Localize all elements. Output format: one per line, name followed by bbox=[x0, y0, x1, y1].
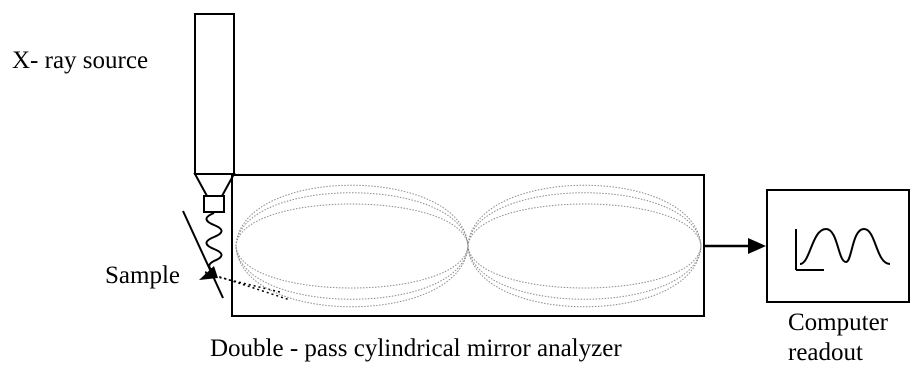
sample-plate bbox=[182, 210, 224, 299]
analyzer-label: Double - pass cylindrical mirror analyze… bbox=[210, 335, 622, 362]
sample-label: Sample bbox=[105, 262, 180, 289]
analyzer-trajectories bbox=[235, 184, 702, 308]
xray-tube-body bbox=[194, 13, 235, 175]
computer-readout-label-line2: readout bbox=[788, 339, 863, 366]
xray-tube-nozzle bbox=[193, 173, 236, 197]
trajectory-stage2-mid bbox=[467, 192, 702, 300]
output-arrow-head bbox=[748, 238, 766, 254]
xray-source-label: X- ray source bbox=[12, 47, 149, 74]
trajectory-stage1-outer bbox=[235, 184, 469, 308]
spectrum-curve bbox=[799, 227, 891, 265]
trajectory-stage2-inner bbox=[467, 203, 702, 289]
xray-source bbox=[193, 13, 236, 213]
spectrum-plot bbox=[795, 227, 891, 271]
computer-readout-label-line1: Computer bbox=[788, 309, 888, 336]
trajectory-stage2-outer bbox=[467, 184, 702, 308]
trajectory-stage1-mid bbox=[235, 192, 469, 300]
xray-tube-exit-box bbox=[203, 195, 225, 213]
trajectory-stage1-inner bbox=[235, 203, 469, 289]
xray-beam-wave bbox=[205, 212, 223, 271]
